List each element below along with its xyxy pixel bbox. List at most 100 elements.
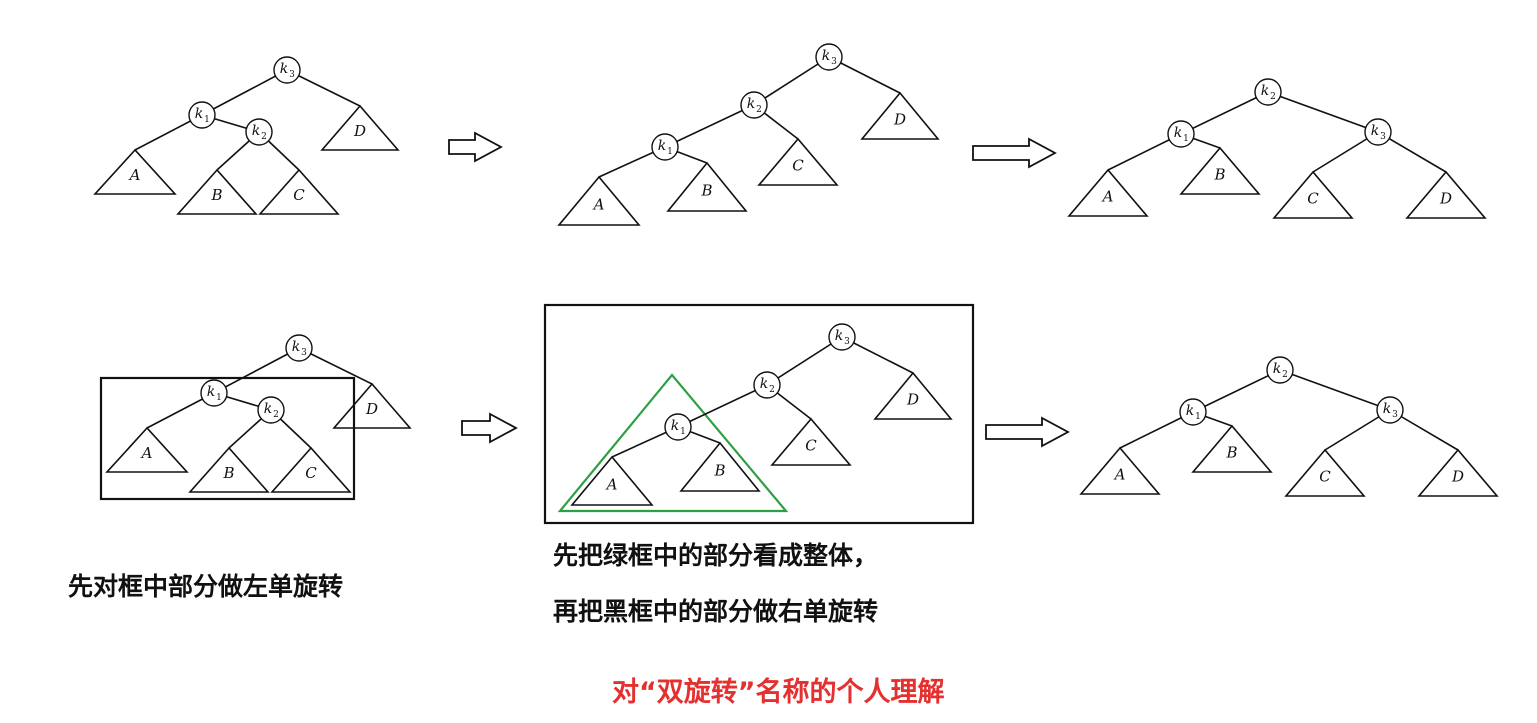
bottom-tree-2-node-k1: [664, 413, 692, 441]
top-tree-1-edge-k3-k1: [201, 69, 288, 116]
top-tree-2-subtree-D: [860, 91, 940, 140]
top-tree-3-node-label-k1: k: [1174, 125, 1182, 141]
green-triangle-box: [557, 373, 789, 513]
top-tree-1-node-sub-k1: 1: [204, 115, 210, 125]
top-arrow-2: [972, 137, 1057, 169]
top-tree-1-subtree-D: [320, 104, 400, 151]
bottom-tree-3-subtree-D: [1417, 448, 1499, 497]
top-tree-1-subtree-label-D: D: [353, 122, 366, 140]
top-tree-3-subtree-A: [1067, 168, 1149, 217]
top-tree-3-subtree-B: [1179, 146, 1261, 195]
top-tree-3-edge-k2-k1: [1180, 91, 1269, 135]
top-tree-2-node-label-k3: k: [822, 48, 830, 64]
top-tree-3-node-sub-k3: 3: [1380, 132, 1386, 142]
bottom-tree-2-node-label-k1: k: [671, 418, 679, 434]
bottom-tree-1-node-k1: [200, 379, 228, 407]
bottom-tree-3-subtree-label-C: C: [1319, 467, 1331, 485]
bottom-tree-3-node-label-k1: k: [1186, 403, 1194, 419]
top-tree-2-subtree-label-A: A: [592, 196, 605, 214]
top-tree-3-subtree-C: [1272, 170, 1354, 219]
top-tree-1-node-sub-k3: 3: [289, 70, 295, 80]
bottom-tree-3-node-label-k2: k: [1273, 361, 1281, 377]
bottom-tree-1-node-label-k2: k: [264, 401, 272, 417]
bottom-tree-1-subtree-B: [188, 446, 270, 493]
bottom-tree-3-subtree-label-B: B: [1225, 443, 1237, 461]
bottom-tree-1-subtree-label-D: D: [365, 400, 378, 418]
caption-middle-line-2: 再把黑框中的部分做右单旋转: [553, 597, 879, 626]
top-tree-2-node-k3: [815, 43, 843, 71]
right-rotation-box: [543, 303, 975, 525]
bottom-tree-3-subtree-A: [1079, 446, 1161, 495]
top-tree-2-subtree-A: [557, 175, 641, 226]
bottom-tree-2-subtree-label-C: C: [805, 436, 817, 454]
top-tree-3-node-label-k3: k: [1371, 123, 1379, 139]
bottom-tree-1-subtree-C: [270, 446, 352, 493]
top-tree-3-edge-k2-k3: [1267, 91, 1379, 133]
top-arrow-1: [448, 131, 503, 163]
bottom-tree-2-subtree-A: [570, 455, 654, 506]
top-tree-2-node-label-k2: k: [747, 96, 755, 112]
top-tree-2-node-sub-k3: 3: [831, 57, 837, 67]
bottom-arrow-1: [461, 412, 518, 444]
top-tree-3-subtree-label-B: B: [1213, 165, 1225, 183]
bottom-tree-2-node-label-k2: k: [760, 376, 768, 392]
bottom-tree-1-node-label-k1: k: [207, 384, 215, 400]
bottom-tree-1-node-sub-k1: 1: [216, 393, 222, 403]
top-tree-1-node-label-k3: k: [280, 61, 288, 77]
bottom-tree-3-node-sub-k3: 3: [1392, 410, 1398, 420]
bottom-tree-1-subtree-A: [105, 426, 189, 473]
bottom-tree-3-subtree-C: [1284, 448, 1366, 497]
top-tree-2-node-sub-k2: 2: [756, 105, 762, 115]
bottom-tree-1-subtree-label-B: B: [222, 464, 234, 482]
bottom-tree-2-node-sub-k2: 2: [769, 385, 775, 395]
caption-left-rotation: 先对框中部分做左单旋转: [68, 572, 344, 601]
bottom-tree-2-subtree-C: [770, 417, 852, 466]
bottom-tree-1-node-sub-k3: 3: [301, 348, 307, 358]
bottom-tree-2-node-sub-k1: 1: [680, 427, 686, 437]
bottom-tree-2-node-k2: [753, 371, 781, 399]
bottom-tree-2-subtree-label-A: A: [605, 476, 618, 494]
top-tree-3-node-k2: [1254, 78, 1282, 106]
bottom-tree-1-node-k3: [285, 334, 313, 362]
top-tree-3-node-label-k2: k: [1261, 83, 1269, 99]
bottom-tree-3-edge-k2-k3: [1279, 369, 1391, 411]
top-tree-1-node-k2: [245, 118, 273, 146]
bottom-arrow-2: [985, 416, 1070, 448]
top-tree-2-node-k2: [740, 91, 768, 119]
bottom-tree-3-node-k1: [1179, 398, 1207, 426]
bottom-tree-2-edge-k2-k1: [677, 384, 768, 428]
bottom-tree-2-subtree-B: [679, 441, 761, 492]
top-tree-2-node-sub-k1: 1: [667, 147, 673, 157]
bottom-tree-3-subtree-B: [1191, 424, 1273, 473]
bottom-tree-3-edge-k2-k1: [1192, 369, 1281, 413]
top-tree-3-subtree-label-A: A: [1101, 187, 1114, 205]
top-tree-2-subtree-label-D: D: [893, 110, 906, 128]
caption-middle-line-1: 先把绿框中的部分看成整体，: [553, 541, 879, 570]
top-tree-2-subtree-C: [757, 137, 839, 186]
bottom-tree-3-subtree-label-A: A: [1113, 465, 1126, 483]
top-tree-1-node-label-k2: k: [252, 123, 260, 139]
top-tree-1-subtree-label-C: C: [293, 186, 305, 204]
bottom-tree-2-node-k3: [828, 323, 856, 351]
top-tree-2-subtree-B: [666, 161, 748, 212]
top-tree-1-node-k1: [188, 101, 216, 129]
top-tree-1-subtree-C: [258, 168, 340, 215]
bottom-tree-3-node-k3: [1376, 396, 1404, 424]
top-tree-1-node-sub-k2: 2: [261, 132, 267, 142]
bottom-tree-1-node-k2: [257, 396, 285, 424]
top-tree-1-subtree-A: [93, 148, 177, 195]
bottom-tree-1-node-label-k3: k: [292, 339, 300, 355]
bottom-tree-2-node-label-k3: k: [835, 328, 843, 344]
bottom-tree-1-subtree-label-C: C: [305, 464, 317, 482]
top-tree-1-subtree-label-B: B: [210, 186, 222, 204]
bottom-tree-2-node-sub-k3: 3: [844, 337, 850, 347]
top-tree-3-node-sub-k1: 1: [1183, 134, 1189, 144]
bottom-tree-3-node-sub-k1: 1: [1195, 412, 1201, 422]
bottom-tree-2-edge-k3-k2: [766, 336, 843, 386]
bottom-tree-3-node-sub-k2: 2: [1282, 370, 1288, 380]
top-tree-2-subtree-label-C: C: [792, 156, 804, 174]
figure-title: 对“双旋转”名称的个人理解: [612, 677, 945, 708]
top-tree-2-edge-k2-k1: [664, 104, 755, 148]
top-tree-2-node-label-k1: k: [658, 138, 666, 154]
